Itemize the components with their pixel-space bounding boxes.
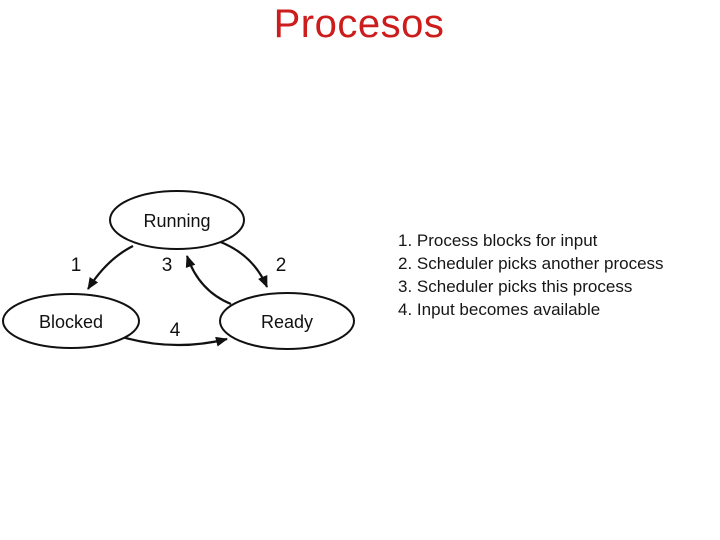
transition-label-2: 2 (276, 255, 287, 276)
transition-arrow-running-to-ready (217, 239, 269, 288)
state-ready-label: Ready (261, 312, 313, 332)
transition-label-4: 4 (170, 320, 181, 341)
state-blocked-label: Blocked (39, 312, 103, 332)
state-ready-ellipse (219, 292, 355, 350)
slide-title: Procesos (273, 2, 445, 46)
state-running-label: Running (143, 211, 210, 231)
transition-arrow-ready-to-running (185, 255, 232, 306)
legend-item-4: 4. Input becomes available (398, 300, 601, 319)
state-blocked-ellipse (2, 293, 140, 349)
legend-item-1: 1. Process blocks for input (398, 231, 598, 250)
legend-item-2: 2. Scheduler picks another process (398, 254, 664, 273)
transition-arrow-running-to-blocked (87, 245, 134, 290)
legend-item-3: 3. Scheduler picks this process (398, 277, 633, 296)
state-running-ellipse (109, 190, 245, 250)
transition-arrow-blocked-to-ready (121, 335, 228, 347)
transition-legend: 1. Process blocks for input 2. Scheduler… (398, 229, 720, 321)
transition-label-3: 3 (162, 255, 173, 276)
transition-label-1: 1 (71, 255, 82, 276)
